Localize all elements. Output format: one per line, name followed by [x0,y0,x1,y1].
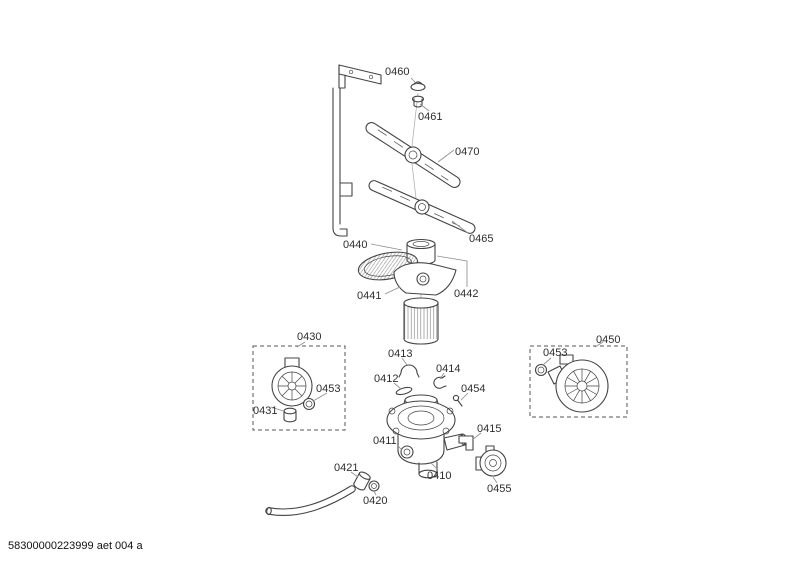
part-label-0460: 0460 [385,66,409,78]
clamp-ring-drawing [398,364,420,378]
part-label-0413: 0413 [388,348,412,360]
micro-filter-drawing [403,297,439,345]
part-drawings [252,64,628,516]
part-label-0453-right: 0453 [543,347,567,359]
lower-spray-arm-drawing [368,180,476,234]
heat-pump-drawing [271,357,313,407]
part-label-0455: 0455 [487,483,511,495]
retaining-clip-drawing [433,375,447,389]
flat-filter-drawing [393,262,457,296]
part-label-0461: 0461 [418,111,442,123]
part-label-0420: 0420 [363,495,387,507]
drain-pump-drawing [475,445,507,477]
circulation-motor-drawing [547,354,609,413]
hose-coupling-drawing [353,471,371,491]
part-label-0453-left: 0453 [316,383,340,395]
part-label-0415: 0415 [477,423,501,435]
part-label-0411: 0411 [373,435,397,447]
heat-pump-group [252,345,346,431]
document-code: 58300000223999 aet 004 a [8,540,143,552]
part-label-0442: 0442 [454,288,478,300]
heat-pump-nozzle-drawing [283,407,297,423]
mounting-bracket-drawing [338,64,382,89]
screw-drawing [452,394,463,407]
part-label-0421: 0421 [334,462,358,474]
part-label-0414: 0414 [436,363,460,375]
fitting-nut-drawing [400,445,414,459]
heat-pump-seal-drawing [302,397,316,411]
part-label-0430: 0430 [297,331,321,343]
feed-pipe-drawing [332,87,353,237]
part-labels: 0460 0461 0470 0465 0440 0441 0442 0430 … [253,66,620,507]
part-label-0465: 0465 [469,233,493,245]
part-label-0410: 0410 [427,470,451,482]
check-valve-drawing [458,435,474,451]
part-label-0450: 0450 [596,334,620,346]
motor-seal-drawing [534,363,548,377]
part-label-0431: 0431 [253,405,277,417]
hose-connector-drawing [368,480,380,492]
part-label-0440: 0440 [343,239,367,251]
spray-head-drawing [410,81,426,92]
part-label-0470: 0470 [455,146,479,158]
gasket-drawing [395,386,413,396]
sump-drawing [386,394,468,479]
drain-hose-drawing [265,485,356,516]
leader-lines [270,77,604,496]
part-label-0454: 0454 [461,383,485,395]
part-label-0412: 0412 [374,373,398,385]
upper-spray-arm-drawing [365,121,461,189]
circulation-motor-group [529,345,628,418]
part-label-0441: 0441 [357,290,381,302]
